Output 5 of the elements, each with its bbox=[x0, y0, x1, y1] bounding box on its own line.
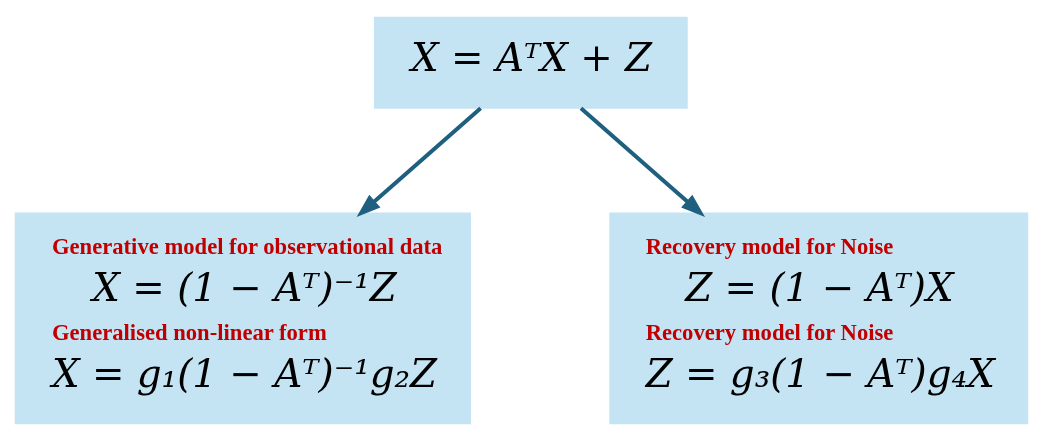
node-box: Generative model for observational data X = (1 − Aᵀ)⁻¹Z Generalised non-linear form X = g₁(1 − Aᵀ)⁻¹g₂Z bbox=[14, 212, 471, 425]
arrow bbox=[356, 106, 482, 218]
node-box: Recovery model for Noise Z = (1 − Aᵀ)X Recovery model for Noise Z = g₃(1 − Aᵀ)g₄X bbox=[609, 212, 1029, 425]
node-box: X = AᵀX + Z bbox=[373, 16, 688, 109]
arrow bbox=[579, 106, 705, 218]
